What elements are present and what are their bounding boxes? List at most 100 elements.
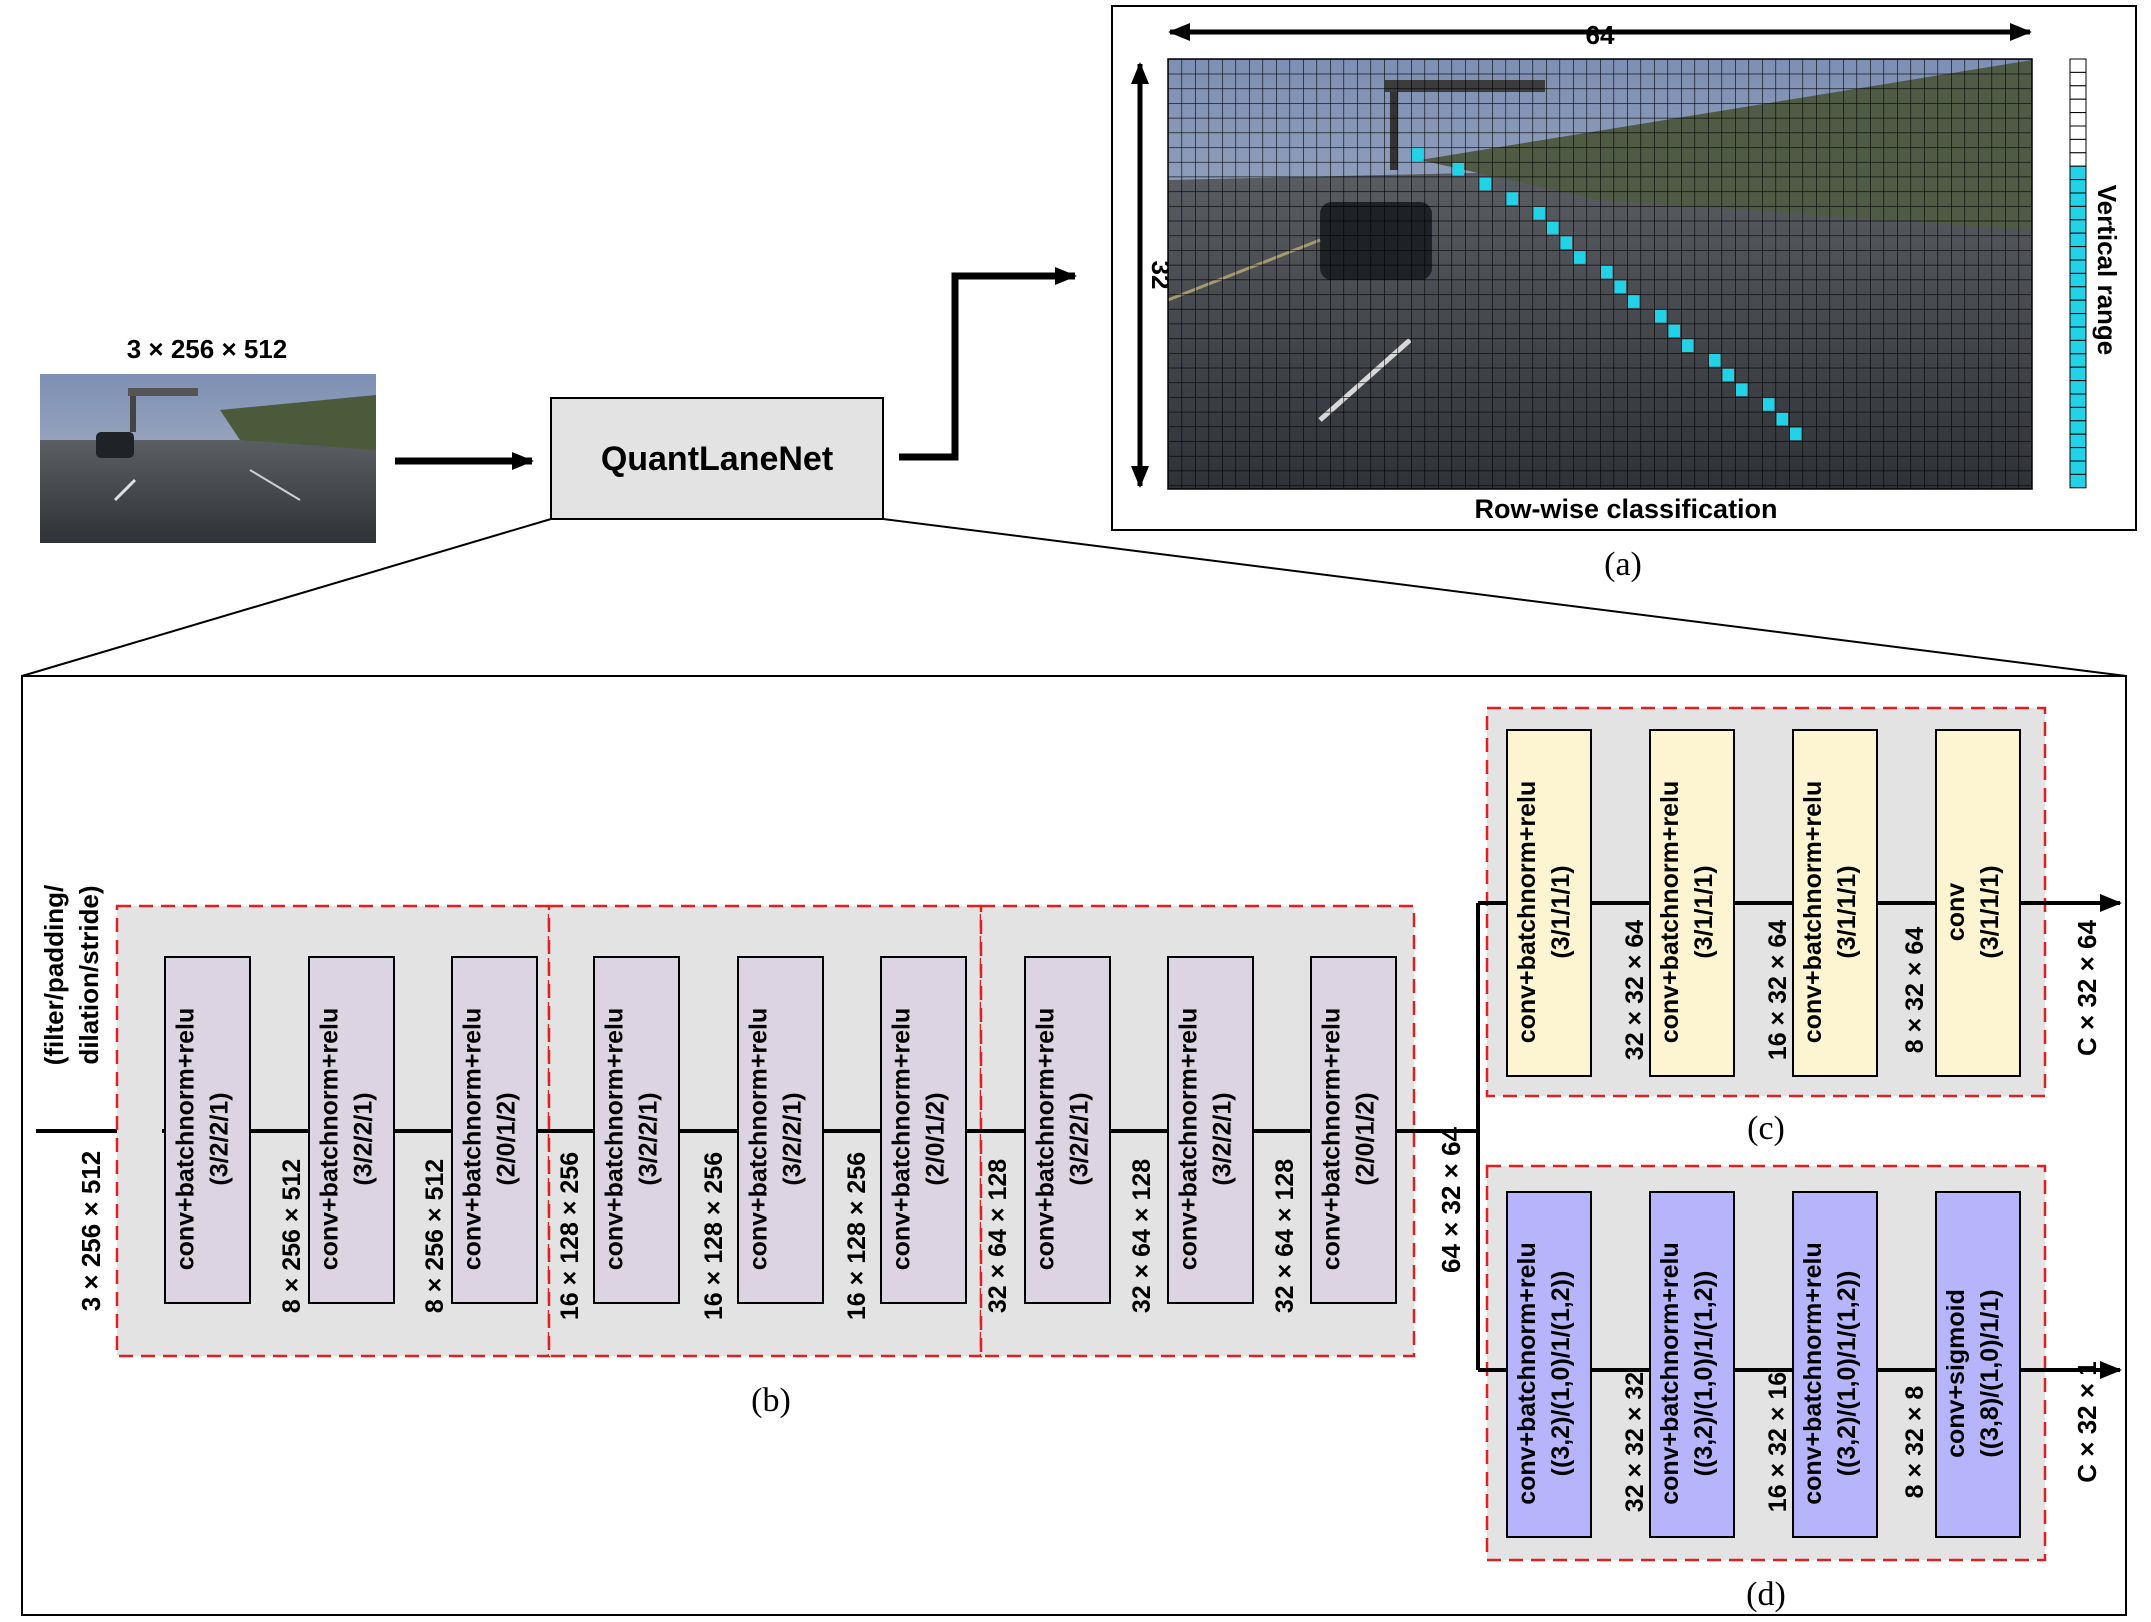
zoom-line-right <box>882 518 2127 677</box>
block-params: (3/2/2/1) <box>779 1092 807 1185</box>
block-params: ((3,2)/(1,0)/1/(1,2)) <box>1690 1271 1718 1477</box>
vertical-range-bar <box>2069 58 2087 489</box>
range-cell-on <box>2069 179 2087 194</box>
block-box <box>1024 956 1111 1304</box>
lane-cell <box>1763 398 1775 411</box>
lane-cell <box>1776 412 1788 426</box>
cls-head-dims: 32 × 32 × 64 16 × 32 × 64 8 × 32 × 64 <box>1621 920 1929 1061</box>
lane-cell <box>1614 280 1626 294</box>
range-cell-on <box>2069 286 2087 301</box>
block-params: ((3,2)/(1,0)/1/(1,2)) <box>1547 1271 1575 1477</box>
lane-cell <box>1601 265 1613 279</box>
dims-label: 32 × 64 × 128 <box>1271 1159 1299 1313</box>
param-header-line2: dilation/stride) <box>74 885 104 1064</box>
block-name: conv+batchnorm+relu <box>1799 781 1827 1044</box>
block-box <box>593 956 680 1304</box>
panel-d-caption: (d) <box>1746 1576 1786 1613</box>
dims-label: 32 × 32 × 64 <box>1621 920 1649 1061</box>
lane-cell <box>1668 324 1680 338</box>
block-name: conv+batchnorm+relu <box>745 1008 773 1271</box>
block-box <box>1649 729 1735 1077</box>
backbone-input-dims: 3 × 256 × 512 <box>76 1151 106 1311</box>
block-box <box>164 956 251 1304</box>
block-4: conv(3/1/1/1) <box>1935 729 2021 1077</box>
range-cell-off <box>2069 112 2087 127</box>
dims-label: 16 × 32 × 64 <box>1764 920 1792 1061</box>
lane-cell <box>1655 309 1667 323</box>
cls-head-blocks: conv+batchnorm+relu(3/1/1/1)conv+batchno… <box>1506 729 2021 1077</box>
block-params: (2/0/1/2) <box>1352 1092 1380 1185</box>
block-9: conv+batchnorm+relu(2/0/1/2) <box>1310 956 1397 1304</box>
range-cell-on <box>2069 473 2087 489</box>
lane-cell <box>1722 368 1734 382</box>
vertical-head-blocks: conv+batchnorm+relu((3,2)/(1,0)/1/(1,2))… <box>1506 1191 2021 1538</box>
block-3: conv+batchnorm+relu(3/1/1/1) <box>1792 729 1878 1077</box>
block-params: (2/0/1/2) <box>922 1092 950 1185</box>
block-box <box>1310 956 1397 1304</box>
block-1: conv+batchnorm+relu(3/2/2/1) <box>164 956 251 1304</box>
block-box <box>1792 729 1878 1077</box>
block-8: conv+batchnorm+relu(3/2/2/1) <box>1167 956 1254 1304</box>
block-name: conv+batchnorm+relu <box>1513 781 1541 1044</box>
backbone-output-dims: 64 × 32 × 64 <box>1436 1126 1466 1273</box>
block-box <box>1935 729 2021 1077</box>
range-cell-off <box>2069 138 2087 154</box>
block-params: (3/2/2/1) <box>635 1092 663 1185</box>
block-2: conv+batchnorm+relu(3/2/2/1) <box>308 956 395 1304</box>
block-params: ((3,2)/(1,0)/1/(1,2)) <box>1833 1271 1861 1477</box>
input-road-image <box>40 374 376 543</box>
range-cell-on <box>2069 380 2087 395</box>
dims-label: 16 × 32 × 16 <box>1764 1372 1792 1512</box>
dims-label: 8 × 256 × 512 <box>278 1159 306 1313</box>
block-5: conv+batchnorm+relu(3/2/2/1) <box>737 956 824 1304</box>
width-label: 64 <box>1586 20 1615 50</box>
block-params: (3/2/2/1) <box>350 1092 378 1185</box>
block-name: conv+batchnorm+relu <box>888 1008 916 1271</box>
block-3: conv+batchnorm+relu(2/0/1/2) <box>451 956 538 1304</box>
range-cell-on <box>2069 420 2087 435</box>
vertical-range-label: Vertical range <box>2092 185 2122 356</box>
panel-d-output-dims: C × 32 × 1 <box>2072 1361 2102 1482</box>
block-name: conv+batchnorm+relu <box>1032 1008 1060 1271</box>
dims-label: 16 × 128 × 256 <box>556 1152 584 1320</box>
block-name: conv+batchnorm+relu <box>1318 1008 1346 1271</box>
lane-cell <box>1790 427 1802 441</box>
lane-markers <box>1412 148 1802 441</box>
range-cell-on <box>2069 433 2087 449</box>
block-name: conv+batchnorm+relu <box>1175 1008 1203 1271</box>
block-1: conv+batchnorm+relu(3/1/1/1) <box>1506 729 1592 1077</box>
block-7: conv+batchnorm+relu(3/2/2/1) <box>1024 956 1111 1304</box>
dims-label: 8 × 32 × 64 <box>1901 927 1929 1054</box>
range-cell-on <box>2069 205 2087 221</box>
lane-cell <box>1574 251 1586 264</box>
block-box <box>1506 1191 1592 1538</box>
quantlanenet-label: QuantLaneNet <box>601 440 833 478</box>
range-cell-on <box>2069 219 2087 234</box>
lane-cell <box>1479 177 1491 191</box>
range-cell-on <box>2069 447 2087 462</box>
block-params: (3/2/2/1) <box>1209 1092 1237 1185</box>
block-box <box>1167 956 1254 1304</box>
range-cell-on <box>2069 366 2087 382</box>
lane-cell <box>1506 192 1518 205</box>
panel-c-caption: (c) <box>1747 1110 1785 1147</box>
range-cell-on <box>2069 353 2087 368</box>
dims-label: 8 × 32 × 8 <box>1901 1386 1929 1499</box>
block-name: conv+batchnorm+relu <box>1799 1242 1827 1505</box>
range-cell-on <box>2069 339 2087 355</box>
block-name: conv+batchnorm+relu <box>459 1008 487 1271</box>
lane-cell <box>1412 148 1424 161</box>
lane-cell <box>1682 339 1694 352</box>
network-to-output-arrow <box>899 267 1077 461</box>
range-cell-on <box>2069 313 2087 328</box>
block-box <box>1649 1191 1735 1538</box>
block-4: conv+sigmoid((3,8)/(1,0)/1/1) <box>1935 1191 2021 1538</box>
quantlanenet-box <box>550 397 884 520</box>
dims-label: 16 × 128 × 256 <box>843 1152 871 1320</box>
range-cell-off <box>2069 98 2087 114</box>
block-box <box>451 956 538 1304</box>
lane-cell <box>1736 383 1748 397</box>
block-box <box>880 956 967 1304</box>
block-2: conv+batchnorm+relu(3/1/1/1) <box>1649 729 1735 1077</box>
